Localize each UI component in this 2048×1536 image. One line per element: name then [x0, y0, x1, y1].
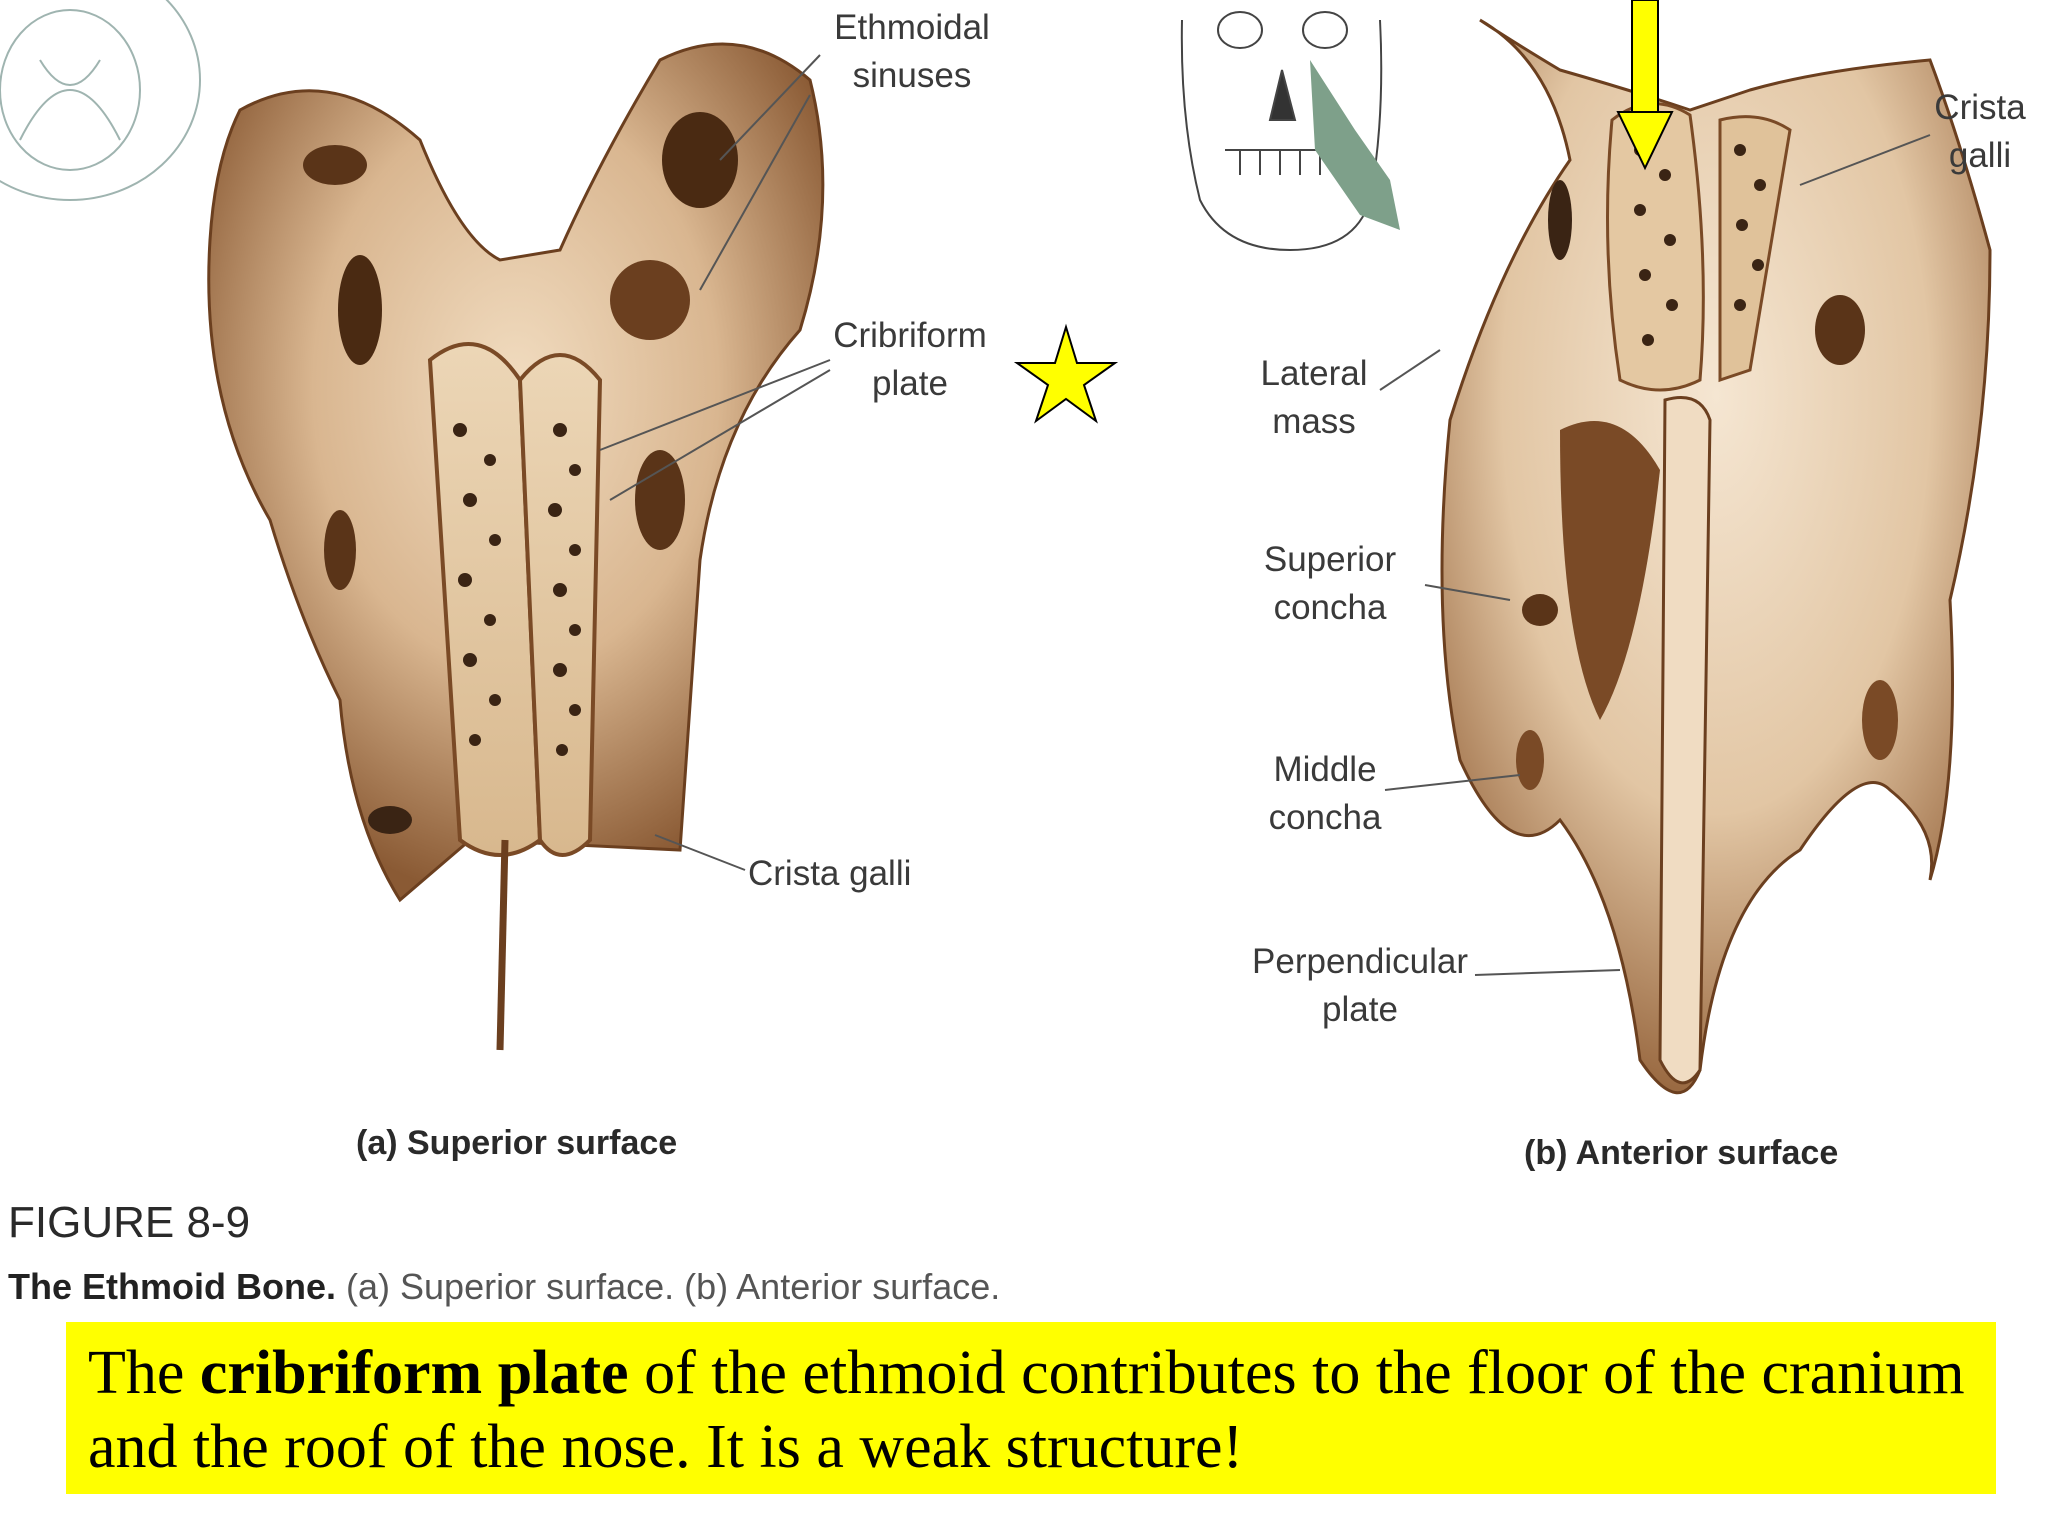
figure-description: (a) Superior surface. (b) Anterior surfa…	[346, 1266, 1001, 1307]
caption-superior-surface: (a) Superior surface	[356, 1124, 678, 1162]
skull-sketch-top-right	[1180, 11, 1400, 252]
label-lateral-mass: Lateral mass	[1260, 354, 1368, 441]
leader-lines-b	[1379, 134, 1931, 976]
label-ethmoidal-sinuses: Ethmoidal sinuses	[834, 8, 990, 95]
label-perpendicular-plate: Perpendicular plate	[1252, 942, 1468, 1029]
figure-caption: The Ethmoid Bone. (a) Superior surface. …	[8, 1266, 1000, 1308]
ethmoid-superior-view	[207, 42, 825, 1051]
arrow-down-icon	[1616, 0, 1674, 171]
note-text-after: of the ethmoid contributes to the floor …	[88, 1339, 1965, 1481]
label-crista-galli-b: Crista galli	[1934, 88, 2026, 175]
star-icon	[1013, 323, 1119, 424]
caption-anterior-surface: (b) Anterior surface	[1524, 1134, 1839, 1172]
note-box: The cribriform plate of the ethmoid cont…	[66, 1322, 1996, 1494]
note-bold-term: cribriform plate	[199, 1339, 629, 1407]
label-middle-concha: Middle concha	[1268, 750, 1382, 837]
note-text-before: The	[88, 1339, 200, 1407]
label-cribriform-plate: Cribriform plate	[833, 316, 987, 403]
label-superior-concha: Superior concha	[1263, 540, 1397, 627]
ethmoid-anterior-view	[1440, 18, 1992, 1095]
figure-number: FIGURE 8-9	[8, 1198, 251, 1247]
label-crista-galli-a: Crista galli	[748, 854, 912, 893]
figure-title: The Ethmoid Bone.	[8, 1266, 336, 1307]
skull-sketch-top-left	[0, 0, 201, 201]
leader-lines-a	[599, 54, 831, 871]
